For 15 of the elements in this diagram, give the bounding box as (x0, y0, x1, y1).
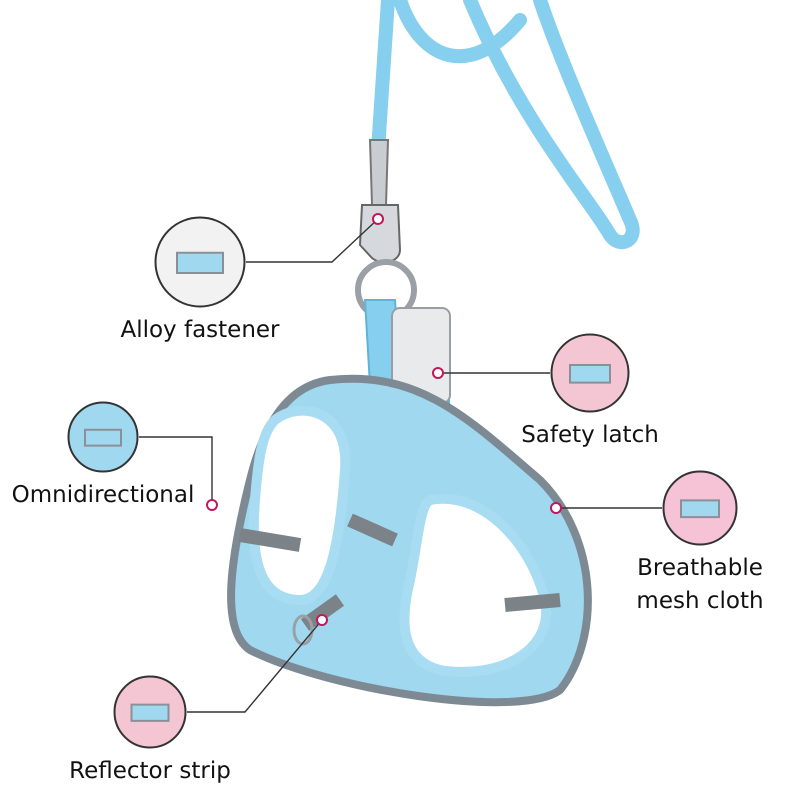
leader-line (443, 372, 550, 374)
marker-dot (550, 502, 562, 514)
callout-label: Alloy fastener (120, 316, 280, 345)
callout-label: Reflector strip (69, 757, 231, 786)
marker-dot (316, 614, 328, 626)
leader-line (187, 623, 320, 713)
callout-label: Breathable mesh cloth (635, 554, 765, 616)
marker-dot (432, 367, 444, 379)
leader-line (246, 222, 375, 263)
callout-label: Omnidirectional (12, 481, 194, 510)
callout-label: Safety latch (521, 421, 659, 450)
leader-line (561, 507, 662, 509)
leader-line (139, 436, 213, 500)
marker-dot (206, 499, 218, 511)
marker-dot (372, 213, 384, 225)
